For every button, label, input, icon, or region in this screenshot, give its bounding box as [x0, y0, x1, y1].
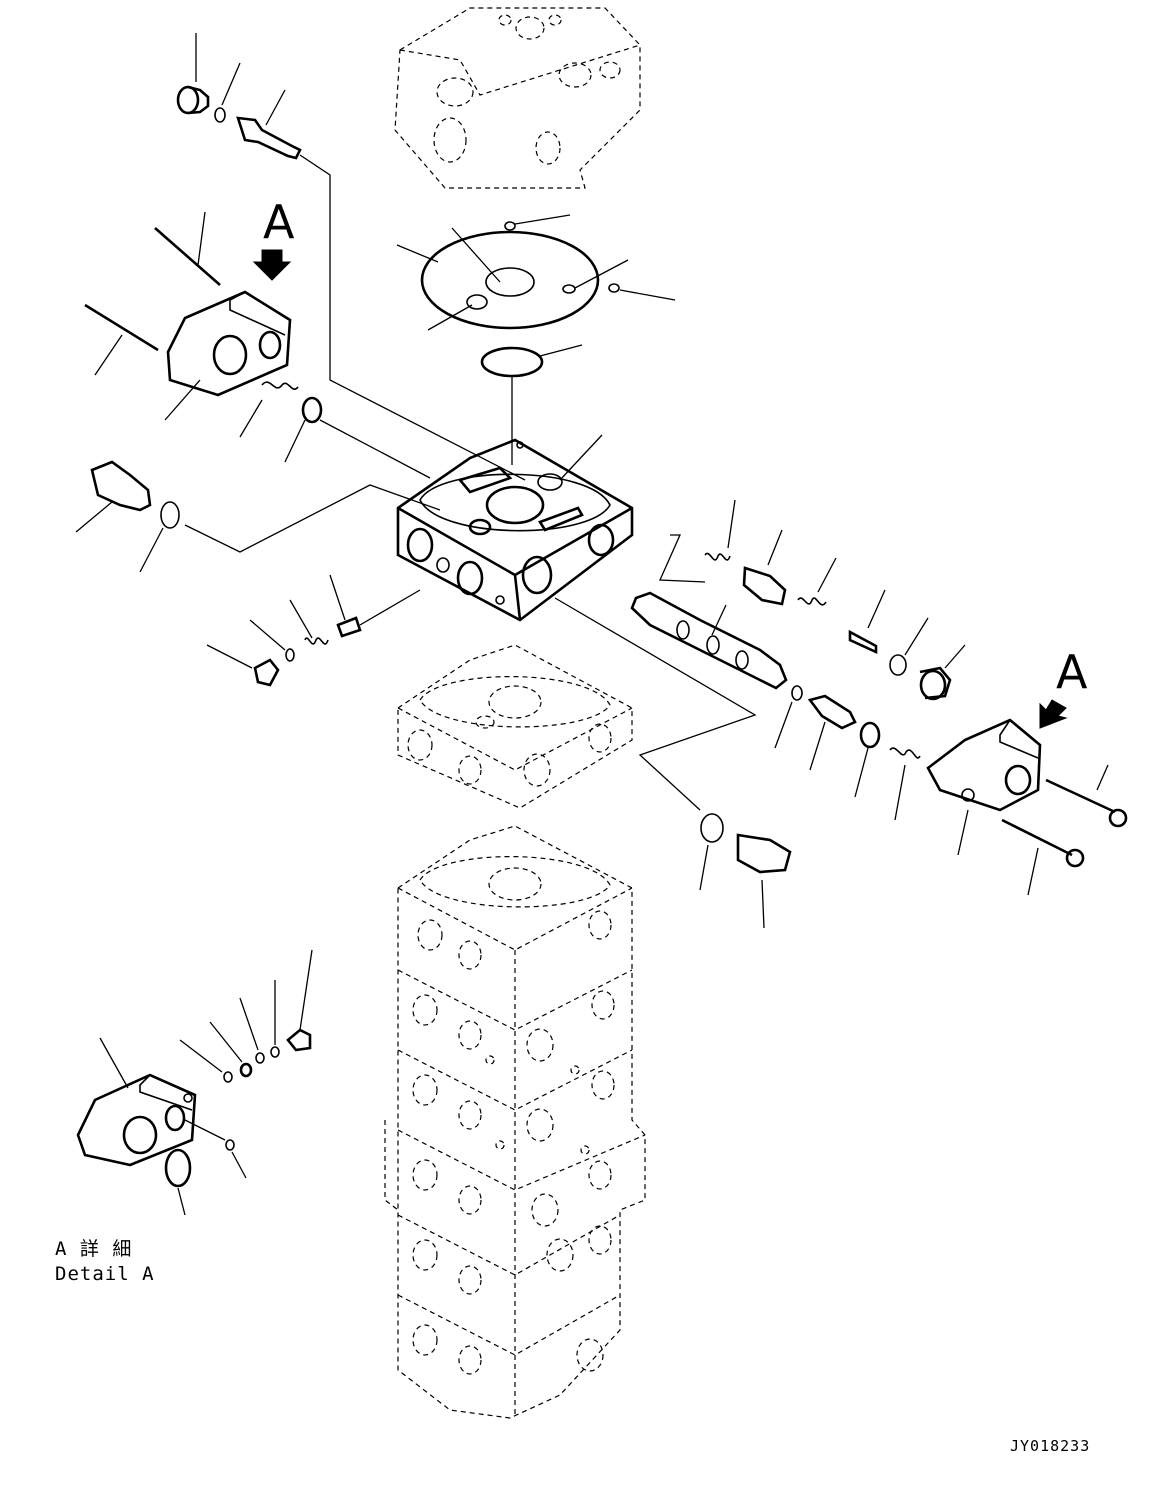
detail-a-caption-en: Detail A: [55, 1263, 155, 1285]
drawing-code: JY018233: [1010, 1437, 1091, 1455]
left-spring-and-washer: [239, 381, 431, 479]
arrow-a-label-left: A: [263, 195, 295, 249]
main-valve-section: [396, 434, 634, 622]
top-left-plug-assembly: [176, 33, 526, 481]
right-spring-group: [774, 685, 921, 821]
right-end-cover-block: [926, 718, 1128, 896]
lower-phantom-valve-stack: [384, 825, 646, 1419]
left-small-parts: [206, 574, 421, 687]
middle-phantom-section: [397, 644, 633, 809]
detail-a-caption-jp: A 詳 細: [55, 1238, 133, 1260]
view-arrow-a-right: [1039, 699, 1068, 729]
detail-a-end-block: [76, 949, 313, 1216]
left-relief-valve: [75, 460, 441, 573]
main-spool-assembly: [554, 591, 788, 811]
arrow-a-label-right: A: [1056, 645, 1088, 699]
lower-right-plug: [699, 813, 792, 929]
left-end-cover-block: [84, 211, 292, 421]
spool-end-parts: [659, 499, 966, 701]
top-phantom-valve-body: [394, 7, 641, 189]
view-arrow-a-left: [252, 249, 292, 281]
gasket-plate: [396, 214, 676, 465]
